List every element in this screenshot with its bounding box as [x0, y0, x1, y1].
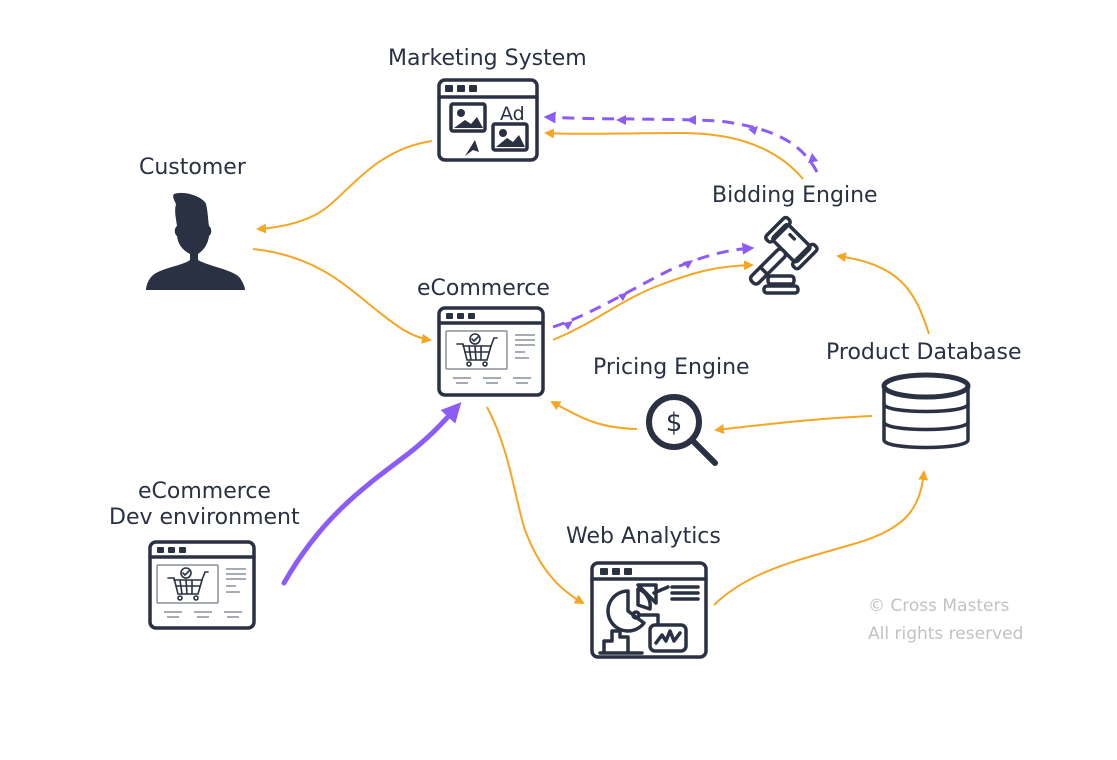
- dollar-magnifier-icon[interactable]: $: [646, 394, 718, 466]
- label-ecommerce: eCommerce: [417, 276, 550, 301]
- edge-marketing-to-customer: [256, 140, 433, 234]
- edge-analytics-to-productdb: [713, 470, 929, 606]
- text-lines: [453, 334, 535, 384]
- edge-bidding-to-marketing-dashed: [543, 111, 819, 173]
- edge-productdb-to-bidding: [836, 252, 930, 335]
- edges: [252, 111, 930, 606]
- edge-devenv-to-ecommerce: [281, 402, 462, 586]
- cart-icon: [456, 333, 498, 367]
- label-dev-env-line1: eCommerce: [138, 479, 271, 504]
- ad-text: Ad: [500, 103, 525, 125]
- dev-shopping-cart-browser-icon[interactable]: [148, 540, 256, 630]
- edge-productdb-to-pricing: [714, 415, 873, 435]
- dash-arrowheads-top: [616, 115, 818, 163]
- dev-text-lines: [164, 568, 246, 618]
- edge-ecommerce-to-bidding: [552, 260, 754, 341]
- edge-customer-to-ecommerce: [252, 248, 432, 344]
- person-icon[interactable]: [146, 192, 245, 290]
- edge-bidding-to-marketing: [544, 128, 804, 180]
- gavel-icon[interactable]: [736, 215, 819, 298]
- label-bidding-engine: Bidding Engine: [712, 183, 878, 208]
- shopping-cart-browser-icon[interactable]: [437, 306, 545, 397]
- analytics-dashboard-icon[interactable]: [590, 561, 708, 659]
- label-product-database: Product Database: [826, 340, 1022, 365]
- label-marketing-system: Marketing System: [388, 46, 587, 71]
- database-icon[interactable]: [881, 372, 971, 450]
- copyright-line2: All rights reserved: [868, 624, 1024, 644]
- label-pricing-engine: Pricing Engine: [593, 355, 750, 380]
- edge-pricing-to-ecommerce: [550, 401, 638, 430]
- dollar-symbol: $: [666, 408, 683, 438]
- label-dev-env-line2: Dev environment: [109, 505, 300, 530]
- label-web-analytics: Web Analytics: [566, 524, 721, 549]
- copyright-line1: © Cross Masters: [868, 596, 1010, 616]
- dev-cart-icon: [167, 567, 209, 601]
- ad-browser-icon[interactable]: Ad: [437, 78, 539, 162]
- edge-ecommerce-to-bidding-dashed: [552, 242, 755, 329]
- label-customer: Customer: [139, 155, 246, 180]
- dash-arrowheads-mid: [563, 260, 693, 330]
- edge-ecommerce-to-analytics: [486, 406, 585, 604]
